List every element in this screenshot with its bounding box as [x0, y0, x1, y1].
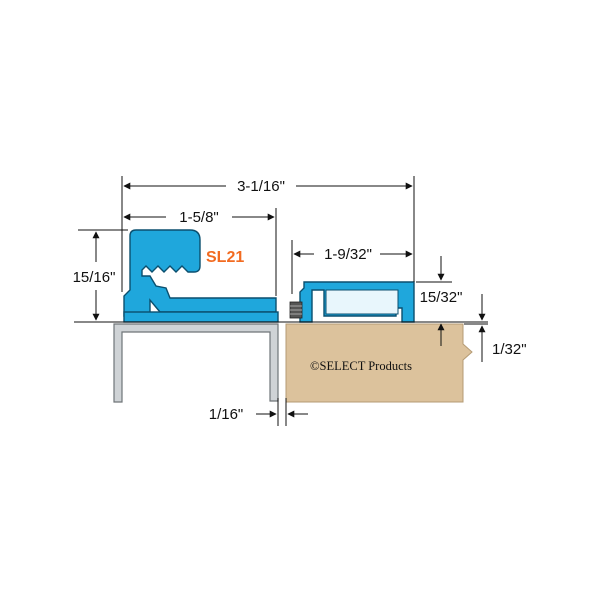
copyright-label: ©SELECT Products: [310, 359, 412, 373]
door-leaf: ©SELECT Products: [285, 323, 473, 403]
dimension-gap-label: 1/16": [209, 406, 244, 423]
dimension-overall-width: [121, 176, 415, 292]
dimension-offset-label: 1/32": [492, 341, 527, 358]
left-leaf-base: [123, 311, 279, 323]
door-wood: [285, 323, 473, 403]
dimension-right-leaf-width-label: 1-9/32": [324, 246, 372, 263]
dimension-left-leaf-width-label: 1-5/8": [179, 209, 219, 226]
dimension-height: [78, 229, 128, 321]
dimension-overall-width-label: 3-1/16": [237, 178, 285, 195]
hinge-bearing: [289, 301, 303, 319]
hinge-left-leaf: [123, 229, 279, 323]
right-leaf-inner: [325, 289, 399, 315]
door-frame: [113, 323, 279, 403]
dimension-right-leaf-height: [416, 256, 452, 346]
frame-channel: [113, 323, 279, 403]
left-leaf-profile: [123, 229, 277, 317]
dimension-right-leaf-width: [291, 240, 413, 294]
dimension-gap: [256, 398, 308, 426]
dimension-offset: [464, 294, 488, 362]
dimension-right-leaf-height-label: 15/32": [420, 289, 463, 306]
hinge-right-leaf: [299, 281, 415, 323]
model-label: SL21: [206, 249, 244, 266]
dimension-left-leaf-width: [123, 208, 277, 296]
dimension-height-label: 15/16": [73, 269, 116, 286]
